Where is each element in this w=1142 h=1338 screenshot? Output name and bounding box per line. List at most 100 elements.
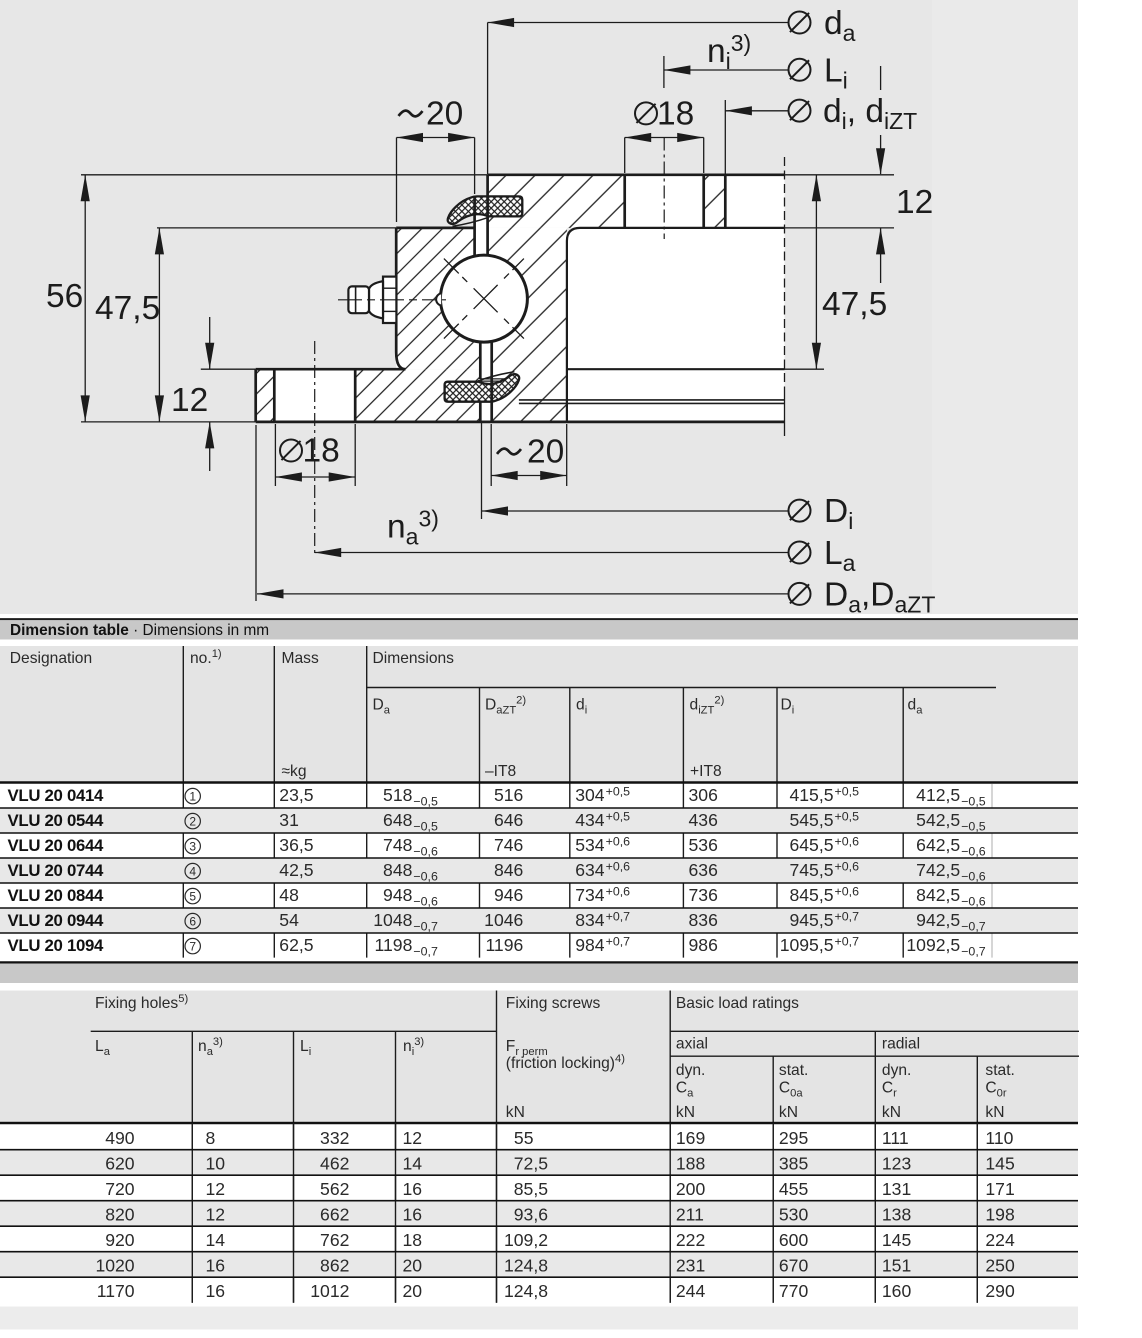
svg-text:+0,7: +0,7 <box>835 934 860 948</box>
svg-text:56: 56 <box>46 278 83 315</box>
svg-text:VLU 20 0944: VLU 20 0944 <box>8 911 105 930</box>
svg-text:−0,5: −0,5 <box>961 795 986 809</box>
svg-text:945,5: 945,5 <box>789 910 833 930</box>
svg-text:4: 4 <box>189 865 196 879</box>
svg-text:+0,6: +0,6 <box>606 884 631 898</box>
svg-text:111: 111 <box>882 1128 909 1148</box>
svg-text:VLU 20 0544: VLU 20 0544 <box>8 811 105 830</box>
svg-text:12: 12 <box>171 382 208 419</box>
svg-text:diZT2): diZT2) <box>690 695 725 717</box>
svg-text:920: 920 <box>105 1230 135 1250</box>
svg-text:986: 986 <box>689 935 719 955</box>
svg-text:C0r: C0r <box>985 1080 1006 1100</box>
svg-text:C0a: C0a <box>779 1080 803 1100</box>
svg-text:85,5: 85,5 <box>514 1179 548 1199</box>
svg-text:na3): na3) <box>387 506 439 550</box>
svg-text:kN: kN <box>676 1104 695 1121</box>
svg-text:+0,6: +0,6 <box>835 834 860 848</box>
svg-text:–IT8: –IT8 <box>485 763 516 780</box>
svg-text:di, diZT: di, diZT <box>823 93 917 134</box>
svg-text:−0,7: −0,7 <box>961 920 986 934</box>
svg-text:8: 8 <box>206 1128 216 1148</box>
svg-text:1: 1 <box>189 790 196 804</box>
svg-text:+0,7: +0,7 <box>835 909 860 923</box>
svg-text:834: 834 <box>575 910 605 930</box>
svg-text:12: 12 <box>206 1179 226 1199</box>
svg-text:−0,6: −0,6 <box>961 895 986 909</box>
svg-text:axial: axial <box>676 1036 708 1053</box>
svg-text:18: 18 <box>303 433 340 470</box>
svg-text:131: 131 <box>882 1179 911 1199</box>
svg-text:1020: 1020 <box>95 1256 134 1276</box>
svg-text:+0,6: +0,6 <box>835 859 860 873</box>
svg-text:Fr perm: Fr perm <box>506 1038 548 1058</box>
svg-text:20: 20 <box>426 96 463 133</box>
svg-text:720: 720 <box>105 1179 135 1199</box>
svg-text:ni3): ni3) <box>707 30 751 74</box>
svg-text:455: 455 <box>779 1179 809 1199</box>
svg-text:12: 12 <box>896 184 933 221</box>
svg-text:984: 984 <box>575 935 605 955</box>
svg-text:dyn.: dyn. <box>676 1062 705 1079</box>
svg-text:198: 198 <box>985 1205 1015 1225</box>
svg-text:dyn.: dyn. <box>882 1062 911 1079</box>
svg-text:La: La <box>95 1038 111 1058</box>
svg-text:490: 490 <box>105 1128 135 1148</box>
svg-text:648: 648 <box>383 810 413 830</box>
svg-text:stat.: stat. <box>779 1062 808 1079</box>
svg-text:VLU 20 0644: VLU 20 0644 <box>8 836 105 855</box>
svg-text:da: da <box>824 5 856 46</box>
svg-text:ni3): ni3) <box>403 1036 424 1058</box>
svg-text:Basic load ratings: Basic load ratings <box>676 995 799 1012</box>
svg-text:536: 536 <box>689 835 719 855</box>
svg-text:12: 12 <box>206 1205 226 1225</box>
svg-text:Ca: Ca <box>676 1080 694 1100</box>
svg-text:VLU 20 0844: VLU 20 0844 <box>8 886 105 905</box>
svg-text:516: 516 <box>494 785 524 805</box>
svg-text:VLU 20 1094: VLU 20 1094 <box>8 936 105 955</box>
svg-text:244: 244 <box>676 1281 706 1301</box>
svg-text:462: 462 <box>320 1154 349 1174</box>
svg-text:18: 18 <box>403 1230 423 1250</box>
svg-text:542,5: 542,5 <box>916 810 960 830</box>
svg-text:−0,6: −0,6 <box>413 870 438 884</box>
svg-text:16: 16 <box>403 1205 423 1225</box>
svg-text:−0,6: −0,6 <box>413 845 438 859</box>
svg-text:1196: 1196 <box>485 935 523 955</box>
svg-text:+0,7: +0,7 <box>606 909 631 923</box>
svg-text:−0,7: −0,7 <box>413 920 438 934</box>
svg-text:kN: kN <box>506 1104 525 1121</box>
svg-text:200: 200 <box>676 1179 706 1199</box>
svg-text:20: 20 <box>527 434 564 471</box>
svg-text:736: 736 <box>689 885 719 905</box>
svg-text:1046: 1046 <box>484 910 523 930</box>
svg-text:−0,5: −0,5 <box>961 820 986 834</box>
svg-text:295: 295 <box>779 1128 809 1148</box>
svg-text:385: 385 <box>779 1154 809 1174</box>
svg-text:+0,5: +0,5 <box>606 784 631 798</box>
svg-text:kN: kN <box>882 1104 901 1121</box>
svg-text:762: 762 <box>320 1230 349 1250</box>
svg-text:+0,5: +0,5 <box>835 784 860 798</box>
svg-text:93,6: 93,6 <box>514 1205 548 1225</box>
svg-text:Di: Di <box>781 697 795 717</box>
svg-text:770: 770 <box>779 1281 809 1301</box>
svg-text:kN: kN <box>985 1104 1004 1121</box>
svg-text:636: 636 <box>689 860 719 880</box>
svg-text:846: 846 <box>494 860 524 880</box>
svg-text:836: 836 <box>689 910 719 930</box>
svg-text:1048: 1048 <box>373 910 412 930</box>
svg-text:124,8: 124,8 <box>504 1281 548 1301</box>
svg-text:662: 662 <box>320 1205 349 1225</box>
svg-text:634: 634 <box>575 860 605 880</box>
svg-text:20: 20 <box>403 1256 423 1276</box>
svg-text:47,5: 47,5 <box>822 286 887 323</box>
svg-text:188: 188 <box>676 1154 706 1174</box>
svg-text:(friction locking)4): (friction locking)4) <box>506 1053 625 1072</box>
svg-text:224: 224 <box>985 1230 1015 1250</box>
svg-text:VLU 20 0744: VLU 20 0744 <box>8 861 105 880</box>
svg-text:18: 18 <box>657 96 694 133</box>
svg-text:stat.: stat. <box>985 1062 1014 1079</box>
svg-text:942,5: 942,5 <box>916 910 960 930</box>
svg-text:na3): na3) <box>198 1036 223 1058</box>
